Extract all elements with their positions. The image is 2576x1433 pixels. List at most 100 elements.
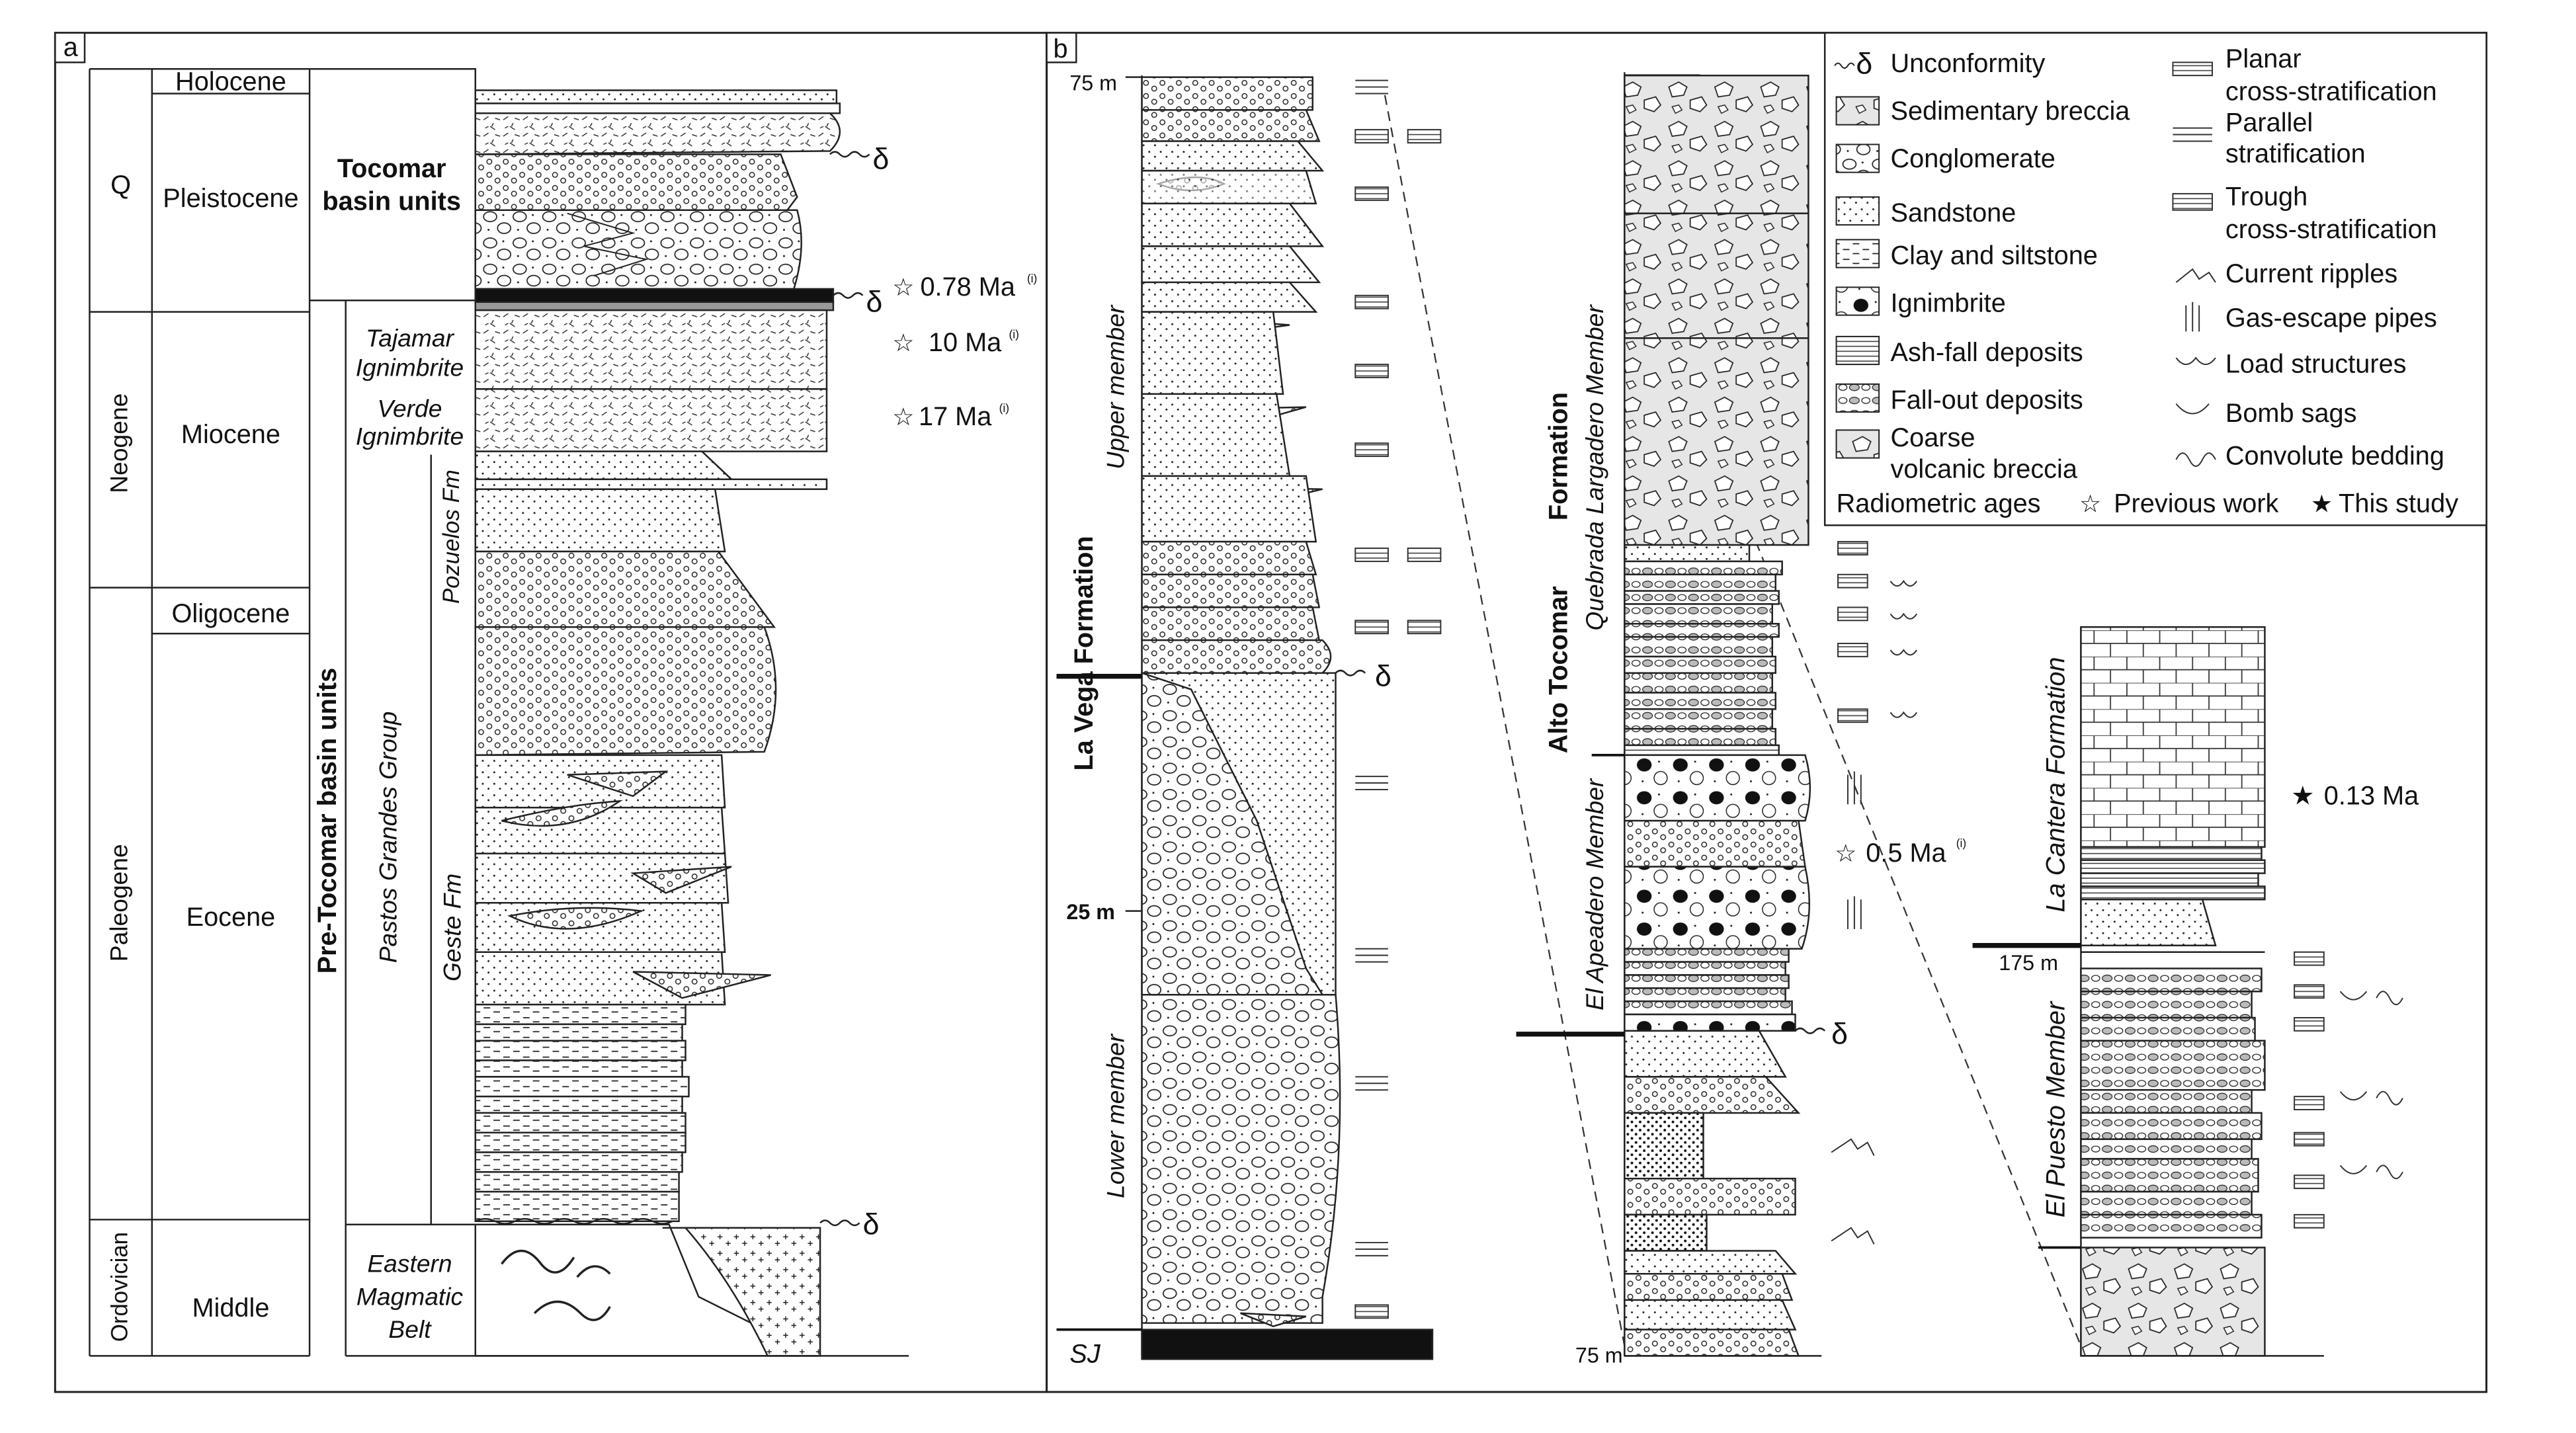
tocomar-units-1: Tocomar (337, 154, 446, 183)
period-neogene: Neogene (105, 393, 133, 493)
legend-sandstone: Sandstone (1890, 198, 2016, 227)
depth-75-bottom: 75 m (1575, 1343, 1623, 1367)
legend-radiometric: Radiometric ages (1837, 489, 2041, 518)
legend-ignimbrite: Ignimbrite (1890, 289, 2005, 318)
tajamar-2: Ignimbrite (356, 353, 464, 381)
unconformity-icon: δ (1856, 48, 1872, 81)
chrono-table (89, 68, 311, 1357)
age-10: 10 Ma (929, 328, 1002, 357)
legend-cross-strat: cross-stratification (2225, 77, 2437, 106)
ref-superscript: (i) (999, 401, 1009, 415)
gas-escape-icon (1847, 771, 1862, 805)
la-vega-unconformity: δ (1335, 661, 1392, 693)
la-vega-column (1125, 75, 1434, 1360)
epoch-miocene: Miocene (181, 420, 280, 449)
legend-clay: Clay and siltstone (1890, 241, 2097, 270)
correlation-lines (1384, 95, 2082, 1346)
stratification-marks-lavega (1354, 79, 1442, 1319)
la-vega-formation: La Vega Formation (1069, 536, 1099, 770)
depth-75-top: 75 m (1069, 71, 1117, 95)
legend-stratification: stratification (2225, 140, 2366, 169)
legend-convolute: Convolute bedding (2225, 441, 2444, 470)
epoch-pleistocene: Pleistocene (163, 184, 298, 213)
unconformity-icon: δ (866, 286, 883, 319)
epoch-middle: Middle (192, 1293, 269, 1323)
alto-tocomar-column (1624, 72, 1822, 1357)
epoch-eocene: Eocene (187, 903, 276, 932)
epoch-holocene: Holocene (175, 67, 286, 97)
bomb-sag-icon (2339, 991, 2368, 1174)
legend-ash-fall: Ash-fall deposits (1890, 338, 2083, 367)
pozuelos-fm: Pozuelos Fm (439, 470, 464, 604)
unconformity-icon: δ (863, 1209, 880, 1241)
eastern-2: Magmatic (356, 1282, 464, 1310)
verde-2: Ignimbrite (356, 423, 464, 450)
el-apeadero-member: El Apeadero Member (1581, 778, 1608, 1010)
age-013: 0.13 Ma (2324, 781, 2419, 810)
la-cantera-formation: La Cantera Formation (2042, 657, 2071, 912)
legend-gas-escape: Gas-escape pipes (2225, 304, 2437, 333)
legend-conglomerate: Conglomerate (1890, 144, 2055, 173)
age-078: 0.78 Ma (920, 272, 1015, 302)
lower-member: Lower member (1101, 1033, 1129, 1198)
gas-escape-icon (1847, 896, 1862, 929)
legend-this-study: This study (2339, 489, 2458, 518)
el-puesto-member: El Puesto Member (2042, 1001, 2071, 1217)
legend-unconformity: Unconformity (1890, 49, 2045, 78)
period-ordovician: Ordovician (108, 1232, 133, 1342)
legend: δ Unconformity Sedimentary breccia Congl… (1823, 32, 2487, 526)
unconformity-icon: δ (872, 143, 889, 176)
alto-tocomar-1: Alto Tocomar (1544, 586, 1573, 753)
panel-a: a Q Neogene Paleogene Ordovician Holocen… (54, 32, 1048, 1393)
legend-parallel: Parallel (2225, 108, 2313, 138)
age-05: 0.5 Ma (1866, 839, 1946, 868)
legend-sed-breccia: Sedimentary breccia (1890, 97, 2130, 126)
legend-previous-work: Previous work (2114, 489, 2278, 518)
depth-175: 175 m (1999, 951, 2058, 975)
sj-label: SJ (1069, 1339, 1101, 1368)
legend-bomb-sags: Bomb sags (2225, 399, 2357, 428)
star-outline-icon: ☆ (892, 329, 914, 356)
ref-superscript: (i) (1956, 837, 1966, 850)
tocomar-units-2: basin units (322, 187, 461, 216)
legend-col2-icons (2172, 61, 2216, 467)
legend-trough: Trough (2225, 182, 2307, 211)
star-filled-icon: ★ (2291, 781, 2315, 810)
panel-b: b (1046, 32, 2488, 1393)
period-q: Q (110, 171, 131, 200)
ripple-icon (1831, 1227, 1875, 1245)
panel-a-label: a (63, 32, 79, 61)
lithology-column-a (474, 89, 909, 1357)
structures-alto (1831, 541, 1918, 1245)
unconformity-icon: δ (1831, 1018, 1848, 1051)
legend-coarse: Coarse (1890, 423, 1975, 452)
legend-load-structures: Load structures (2225, 349, 2407, 378)
alto-tocomar-2: Formation (1544, 392, 1573, 520)
pre-tocomar-units: Pre-Tocomar basin units (313, 668, 342, 974)
pastos-grandes-group: Pastos Grandes Group (374, 712, 402, 963)
legend-col1-icons: δ (1834, 48, 1880, 459)
legend-volcanic-breccia: volcanic breccia (1890, 454, 2077, 483)
convolute-bedding-icon (2376, 991, 2403, 1180)
legend-planar: Planar (2225, 44, 2302, 73)
star-outline-icon: ☆ (2079, 489, 2101, 517)
star-outline-icon: ☆ (892, 273, 914, 301)
depth-25: 25 m (1066, 900, 1115, 924)
period-paleogene: Paleogene (105, 844, 133, 962)
la-cantera-column (2080, 626, 2324, 1357)
unconformity-icon: δ (1375, 661, 1392, 693)
eastern-1: Eastern (367, 1250, 452, 1278)
ref-superscript: (i) (1009, 327, 1019, 341)
verde-1: Verde (378, 394, 442, 422)
star-outline-icon: ☆ (1835, 839, 1856, 867)
ripple-icon (1831, 1138, 1875, 1156)
age-17: 17 Ma (919, 402, 992, 431)
legend-fall-out: Fall-out deposits (1890, 386, 2083, 415)
legend-current-ripples: Current ripples (2225, 259, 2397, 288)
alto-unconformity: δ (1794, 1018, 1848, 1051)
ref-superscript: (i) (1027, 272, 1037, 285)
quebrada-member: Quebrada Largadero Member (1581, 304, 1608, 631)
star-filled-icon: ★ (2311, 489, 2333, 517)
eastern-3: Belt (388, 1315, 432, 1343)
